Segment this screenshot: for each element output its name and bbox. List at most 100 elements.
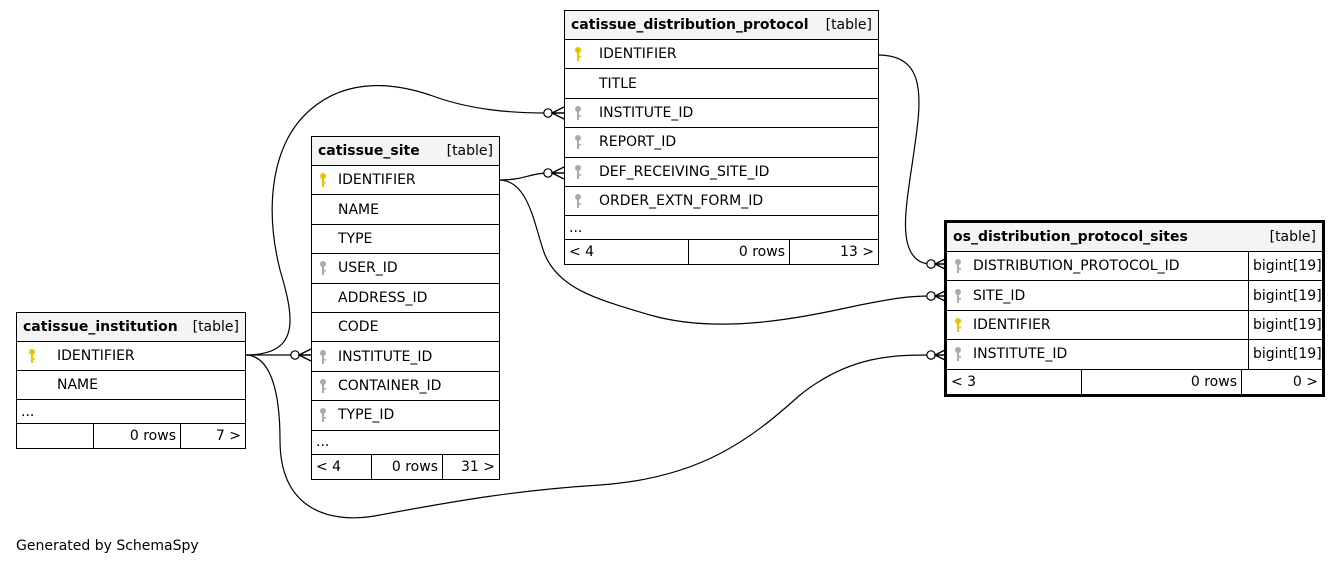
table-name: catissue_institution <box>23 319 178 335</box>
column-row[interactable]: TYPE <box>312 225 499 255</box>
foreign-key-icon <box>312 407 334 423</box>
parents-count[interactable]: < 4 <box>312 454 372 479</box>
column-row[interactable]: ADDRESS_ID <box>312 284 499 313</box>
column-row[interactable]: USER_ID <box>312 254 499 284</box>
children-count[interactable]: 0 > <box>1292 373 1318 390</box>
column-name: NAME <box>57 377 98 393</box>
primary-key-icon <box>947 317 969 333</box>
column-row[interactable]: DEF_RECEIVING_SITE_ID <box>565 158 878 187</box>
table-header: catissue_site [table] <box>312 137 499 166</box>
column-row[interactable]: IDENTIFIER <box>565 40 878 70</box>
table-header: catissue_distribution_protocol [table] <box>565 11 878 40</box>
table-footer: 0 rows 7 > <box>17 424 245 448</box>
row-count: 0 rows <box>1082 369 1242 394</box>
table-type-tag: [table] <box>1269 229 1316 245</box>
column-name: ADDRESS_ID <box>338 289 428 306</box>
relationship-institution-to-protocol <box>244 85 549 356</box>
relationship-site-to-protocol <box>498 172 549 181</box>
column-row[interactable]: ORDER_EXTN_FORM_ID <box>565 187 878 217</box>
column-type: bigint[19] <box>1248 281 1322 310</box>
more-columns-ellipsis: ... <box>312 431 499 455</box>
column-row[interactable]: INSTITUTE_ID bigint[19] <box>947 340 1322 370</box>
table-catissue-distribution-protocol[interactable]: catissue_distribution_protocol [table] I… <box>564 10 879 266</box>
primary-key-icon <box>565 46 591 62</box>
column-name: REPORT_ID <box>599 134 677 151</box>
foreign-key-icon <box>312 349 334 365</box>
relationship-protocol-to-sites <box>877 54 932 265</box>
column-row[interactable]: IDENTIFIER bigint[19] <box>947 310 1322 341</box>
foreign-key-icon <box>947 346 969 362</box>
column-row[interactable]: INSTITUTE_ID <box>565 99 878 129</box>
table-type-tag: [table] <box>825 17 872 33</box>
column-type: bigint[19] <box>1248 340 1322 369</box>
table-type-tag: [table] <box>192 319 239 335</box>
relationship-site-to-sites <box>498 179 932 325</box>
column-row[interactable]: TITLE <box>565 69 878 99</box>
foreign-key-icon <box>312 378 334 394</box>
primary-key-icon <box>312 172 334 188</box>
column-name: TITLE <box>599 75 637 92</box>
table-name: os_distribution_protocol_sites <box>953 229 1188 245</box>
parents-count[interactable] <box>17 424 94 448</box>
children-count[interactable]: 31 > <box>461 458 495 475</box>
table-footer: < 4 0 rows 13 > <box>565 240 878 265</box>
column-name: IDENTIFIER <box>57 348 135 364</box>
column-name: INSTITUTE_ID <box>973 346 1068 363</box>
column-row[interactable]: REPORT_ID <box>565 128 878 158</box>
table-header: catissue_institution [table] <box>17 313 245 342</box>
column-row[interactable]: NAME <box>17 371 245 400</box>
foreign-key-icon <box>565 164 591 180</box>
foreign-key-icon <box>565 193 591 209</box>
table-catissue-site[interactable]: catissue_site [table] IDENTIFIER NAME TY… <box>311 136 500 480</box>
column-type: bigint[19] <box>1248 310 1322 340</box>
column-row[interactable]: IDENTIFIER <box>17 342 245 371</box>
table-footer: < 3 0 rows 0 > <box>947 369 1322 394</box>
more-columns-ellipsis: ... <box>565 216 878 241</box>
column-name: ORDER_EXTN_FORM_ID <box>599 193 764 210</box>
row-count: 0 rows <box>689 240 790 265</box>
foreign-key-icon <box>312 260 334 276</box>
column-type: bigint[19] <box>1248 252 1322 281</box>
relationship-institution-to-sites <box>244 354 932 519</box>
foreign-key-icon <box>947 258 969 274</box>
column-name: CODE <box>338 319 379 336</box>
parents-count[interactable]: < 4 <box>565 240 689 265</box>
table-name: catissue_site <box>318 143 420 159</box>
children-count[interactable]: 7 > <box>215 428 241 444</box>
table-footer: < 4 0 rows 31 > <box>312 454 499 479</box>
crowsfoot-marker <box>550 106 565 120</box>
column-row[interactable]: INSTITUTE_ID <box>312 342 499 372</box>
column-name: SITE_ID <box>973 287 1026 304</box>
column-row[interactable]: SITE_ID bigint[19] <box>947 281 1322 311</box>
table-type-tag: [table] <box>446 143 493 159</box>
parents-count[interactable]: < 3 <box>947 369 1082 394</box>
column-name: DEF_RECEIVING_SITE_ID <box>599 163 770 180</box>
column-row[interactable]: CONTAINER_ID <box>312 372 499 402</box>
column-name: NAME <box>338 201 379 218</box>
column-name: TYPE_ID <box>338 407 395 424</box>
column-name: IDENTIFIER <box>973 316 1051 333</box>
column-row[interactable]: IDENTIFIER <box>312 166 499 196</box>
column-name: IDENTIFIER <box>338 172 416 189</box>
column-row[interactable]: NAME <box>312 195 499 225</box>
table-header: os_distribution_protocol_sites [table] <box>947 223 1322 252</box>
crowsfoot-marker <box>550 166 565 180</box>
column-name: USER_ID <box>338 260 398 277</box>
column-name: CONTAINER_ID <box>338 377 442 394</box>
column-row[interactable]: DISTRIBUTION_PROTOCOL_ID bigint[19] <box>947 252 1322 282</box>
table-os-distribution-protocol-sites[interactable]: os_distribution_protocol_sites [table] D… <box>944 220 1325 397</box>
foreign-key-icon <box>565 105 591 121</box>
children-count[interactable]: 13 > <box>840 244 874 261</box>
table-name: catissue_distribution_protocol <box>571 17 809 33</box>
foreign-key-icon <box>947 288 969 304</box>
column-name: TYPE <box>338 230 373 247</box>
table-catissue-institution[interactable]: catissue_institution [table] IDENTIFIER … <box>16 312 246 449</box>
column-name: DISTRIBUTION_PROTOCOL_ID <box>973 258 1180 275</box>
more-columns-ellipsis: ... <box>17 400 245 424</box>
column-name: INSTITUTE_ID <box>338 348 433 365</box>
column-row[interactable]: CODE <box>312 313 499 343</box>
column-row[interactable]: TYPE_ID <box>312 401 499 431</box>
column-name: IDENTIFIER <box>599 46 677 63</box>
column-name: INSTITUTE_ID <box>599 104 694 121</box>
